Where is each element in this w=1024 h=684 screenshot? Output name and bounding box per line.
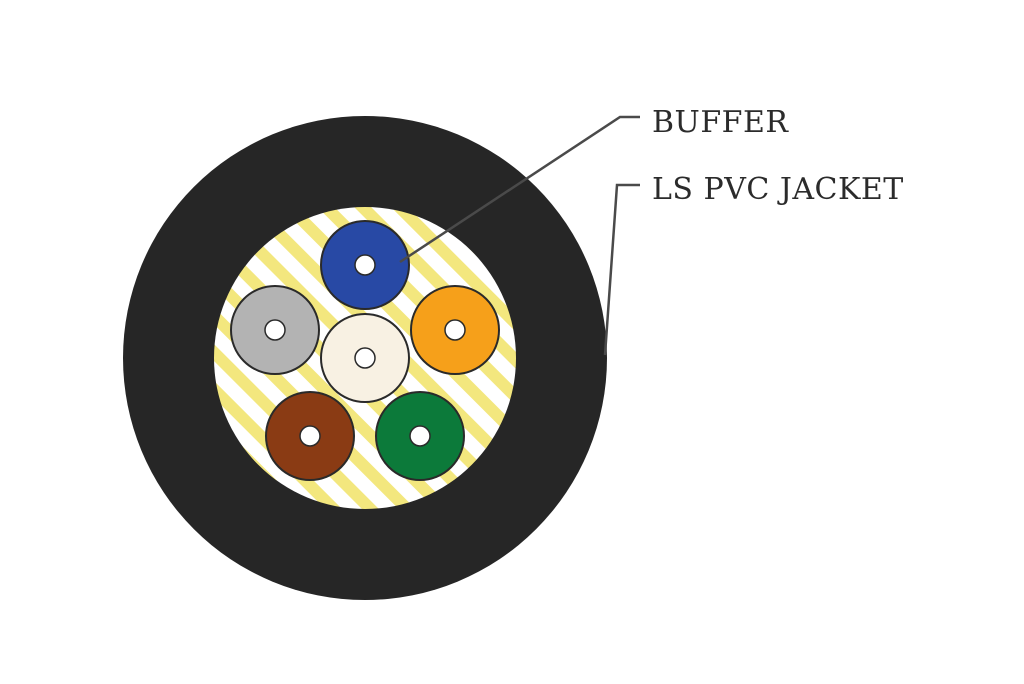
fiber-core-green [409,425,431,447]
fiber-core-blue [354,254,376,276]
fiber-core-orange [444,319,466,341]
fiber-core-white [354,347,376,369]
buffer-group [230,220,500,481]
buffer-leader-line [399,115,640,264]
jacket-leader-line [603,183,640,356]
fiber-core-brown [299,425,321,447]
buffer-label: BUFFER [652,105,789,140]
fiber-core-slate [264,319,286,341]
jacket-label: LS PVC JACKET [652,172,904,207]
